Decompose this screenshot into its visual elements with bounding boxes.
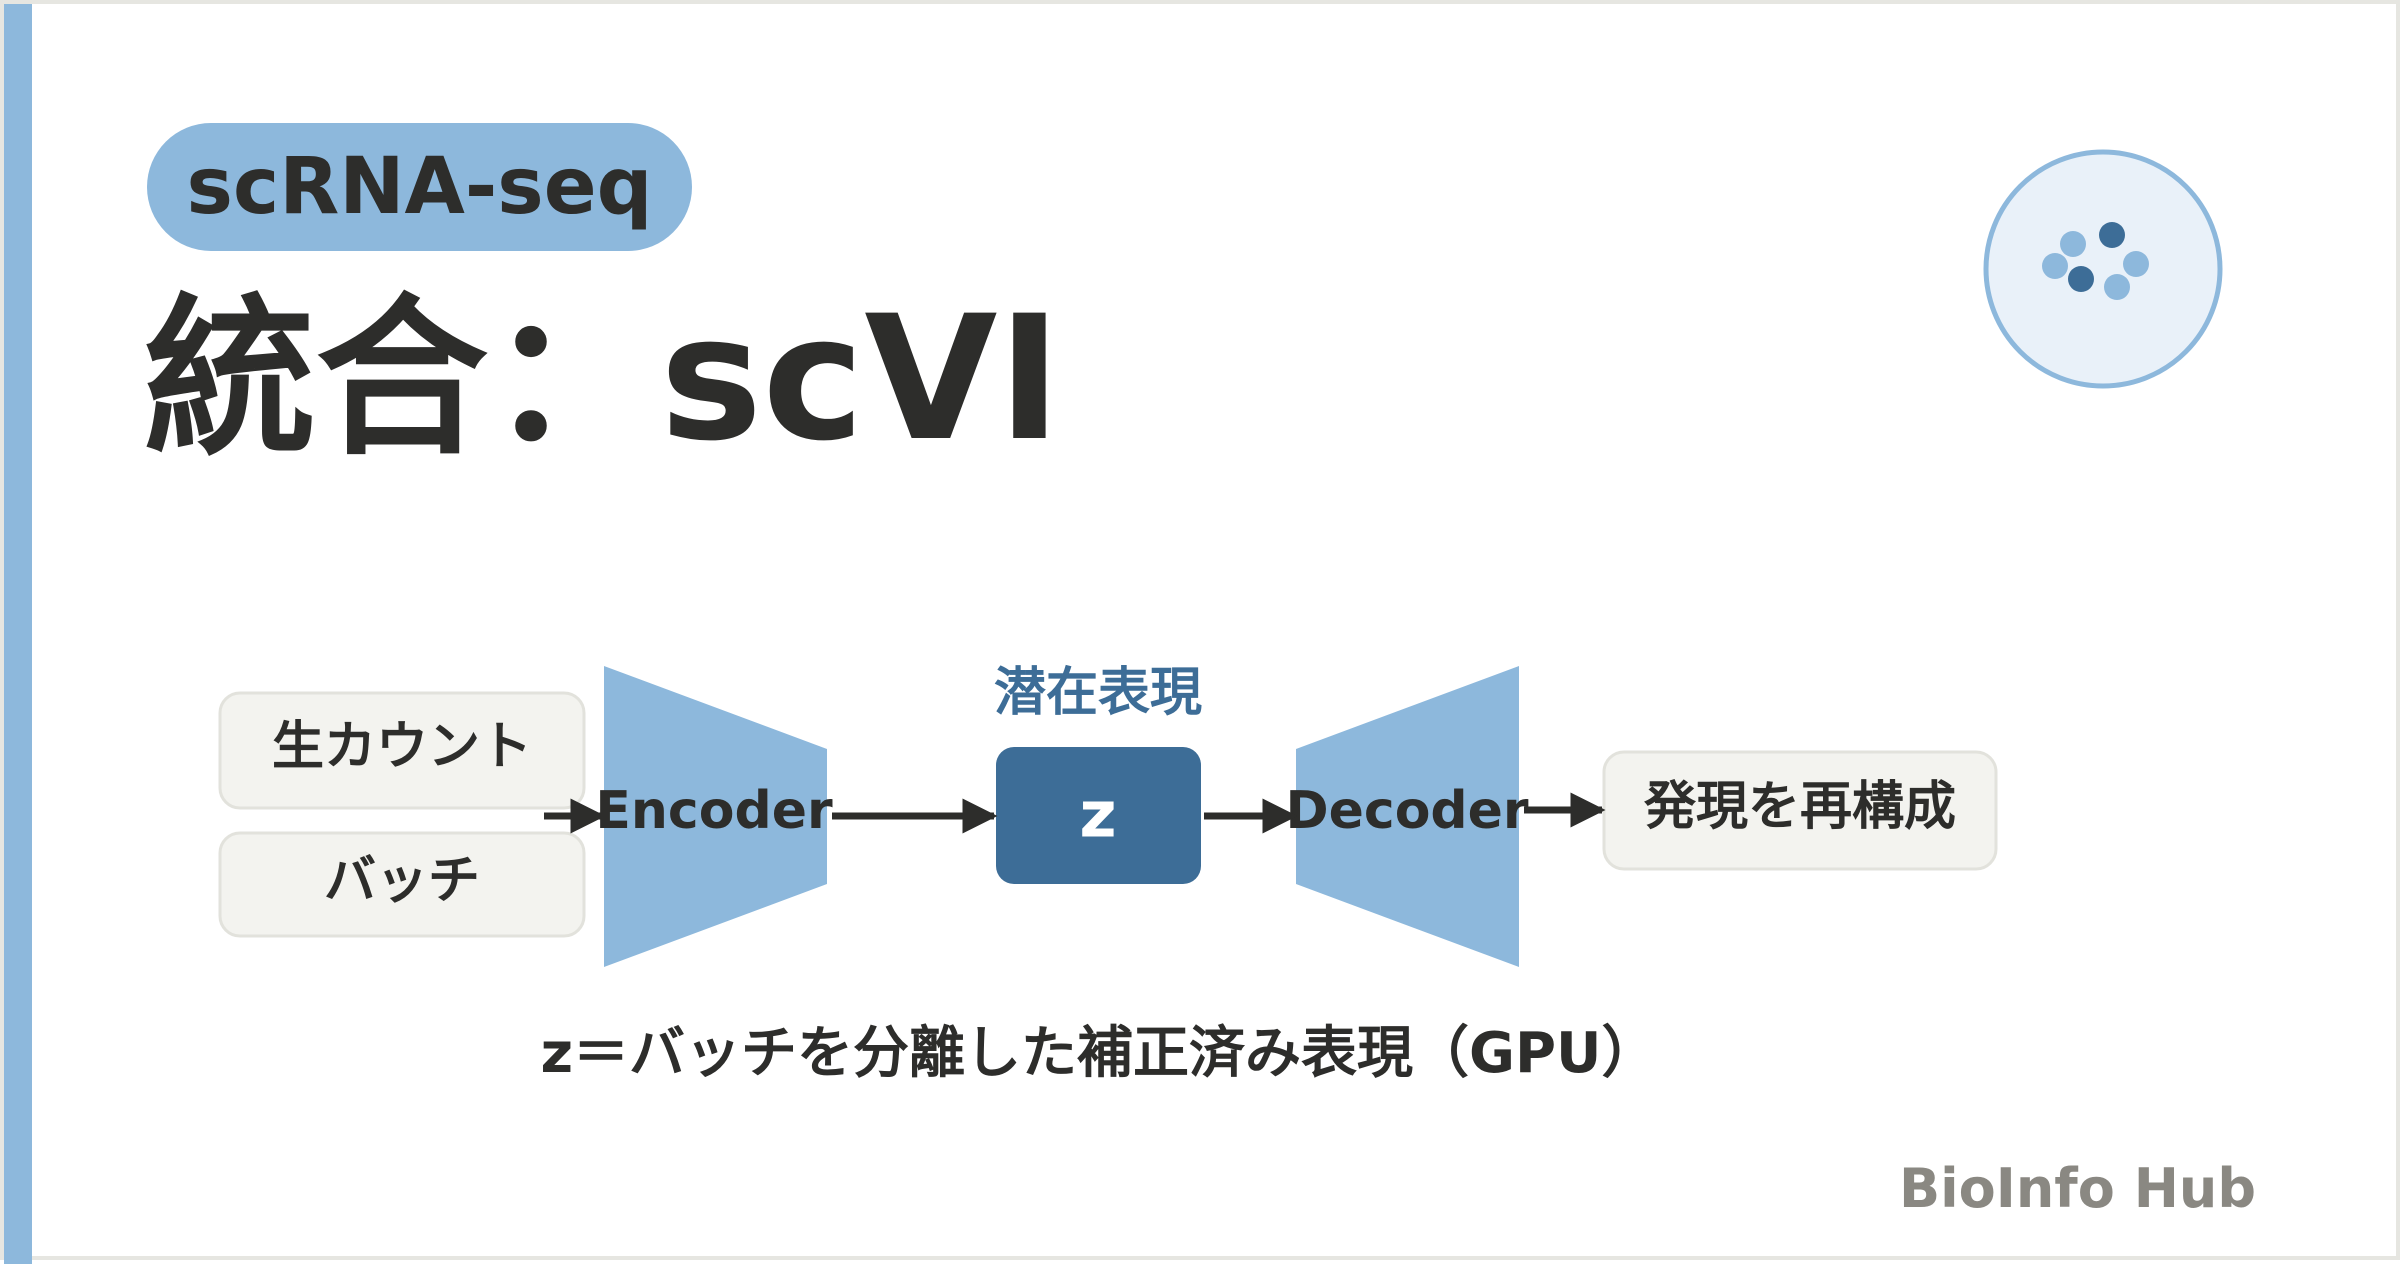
encoder-block: Encoder [595, 666, 833, 967]
left-accent-bar [4, 4, 32, 1264]
input-raw-counts-label: 生カウント [272, 717, 532, 777]
input-batch-label: バッチ [324, 851, 480, 911]
latent-z-label: z [1079, 779, 1116, 853]
cells-logo-icon [1983, 149, 2223, 389]
latent-heading: 潜在表現 [994, 663, 1202, 723]
brand-footer: BioInfo Hub [1899, 1157, 2256, 1220]
output-reconstruction: 発現を再構成 [1602, 750, 1998, 871]
diagram-caption: z＝バッチを分離した補正済み表現（GPU） [540, 1021, 1658, 1086]
page-title: 統合：scVI [144, 278, 1062, 479]
input-raw-counts: 生カウント [218, 691, 586, 810]
input-batch: バッチ [218, 831, 586, 938]
decoder-block: Decoder [1285, 666, 1529, 967]
output-label: 発現を再構成 [1644, 777, 1956, 837]
scvi-architecture-diagram: 生カウント バッチ Encoder 潜在表現 z Decoder 発現を再構成 [218, 663, 1998, 967]
latent-z-node: z [996, 747, 1201, 884]
decoder-label: Decoder [1285, 781, 1528, 841]
topic-tag: scRNA-seq [147, 123, 692, 251]
encoder-label: Encoder [595, 781, 833, 841]
